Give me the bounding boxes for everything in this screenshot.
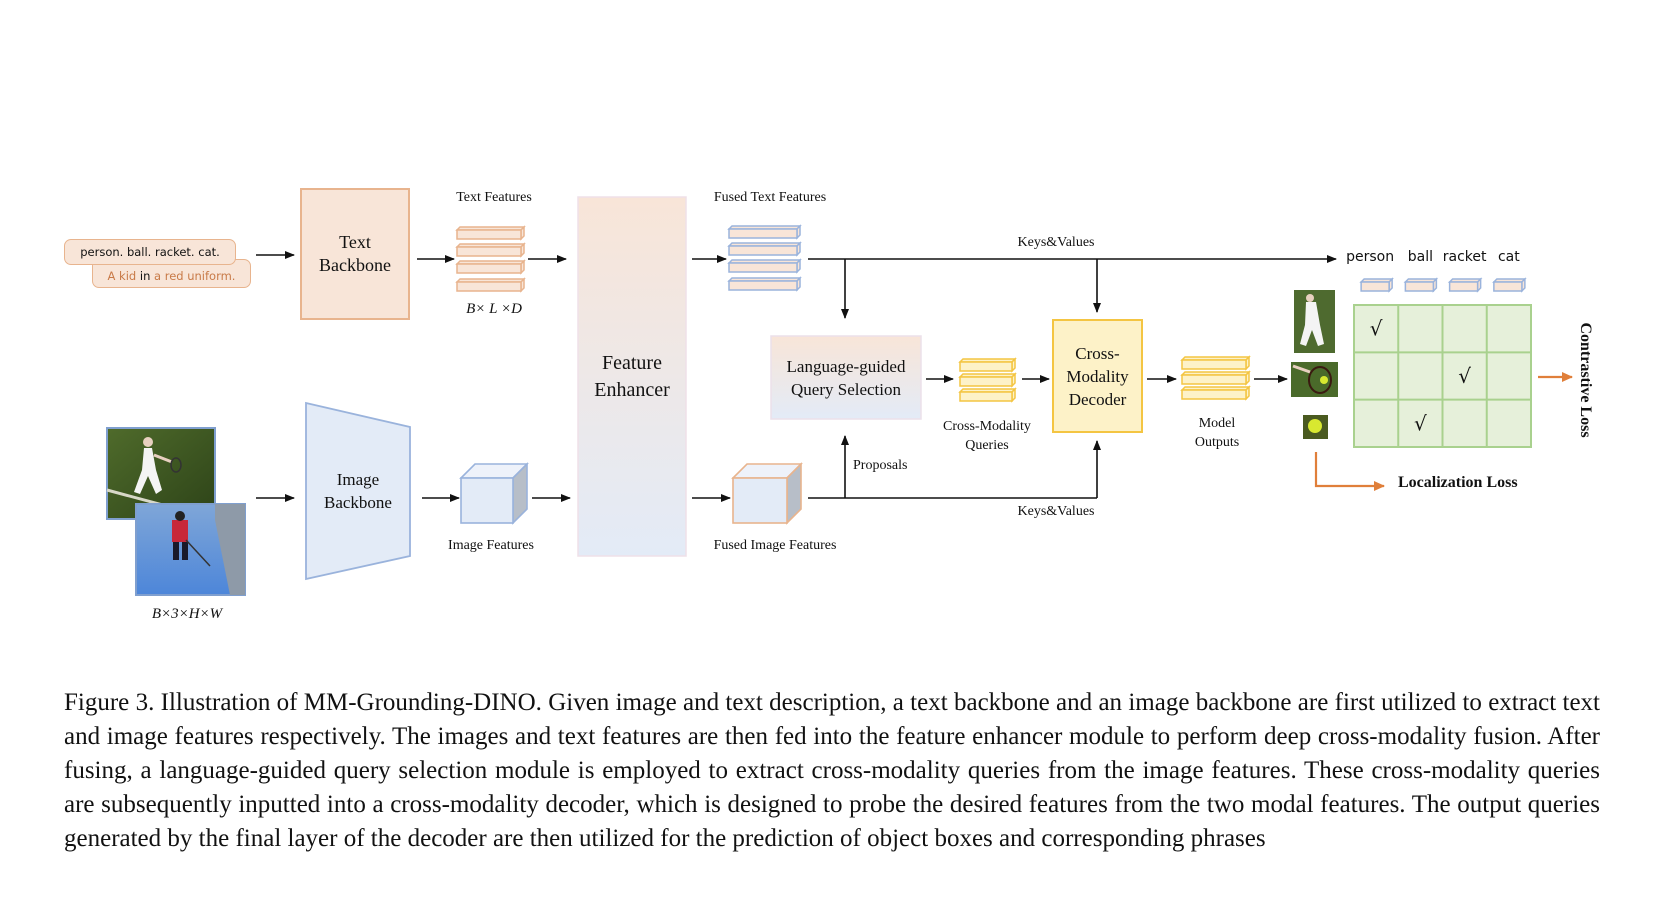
- matching-word-cat: cat: [1497, 249, 1520, 265]
- text-backbone-block: [300, 188, 410, 320]
- image-features-cube: [459, 462, 529, 525]
- query-bar: [958, 372, 1017, 388]
- prompt-connector: in: [136, 268, 155, 283]
- feature-bar: [727, 276, 802, 292]
- decoder-label: Cross- Modality Decoder: [1066, 343, 1129, 409]
- fused-text-features-label: Fused Text Features: [713, 190, 827, 205]
- fused-text-features-stack: [727, 224, 802, 292]
- word-embedding-bar: [1447, 277, 1483, 293]
- query-bar: [958, 357, 1017, 373]
- image-features-label: Image Features: [448, 538, 534, 553]
- output-bar: [1180, 385, 1251, 401]
- fused-image-features-cube: [731, 462, 803, 525]
- query-bar: [958, 387, 1017, 403]
- localization-loss-label: Localization Loss: [1398, 474, 1518, 491]
- model-outputs-label: Model Outputs: [1194, 416, 1240, 450]
- keys-values-bottom-label: Keys&Values: [1017, 504, 1095, 519]
- feature-bar: [455, 259, 526, 275]
- match-check-mark: √: [1414, 411, 1427, 435]
- word-embedding-bar: [1403, 277, 1439, 293]
- matching-word-ball: ball: [1407, 249, 1433, 265]
- text-features-stack: [455, 225, 526, 293]
- feature-bar: [455, 242, 526, 258]
- fused-image-features-label: Fused Image Features: [713, 538, 837, 553]
- prompt-phrase-kid: A kid: [107, 268, 137, 283]
- word-embedding-bars: [1359, 277, 1527, 293]
- text-features-label: Text Features: [456, 190, 532, 205]
- word-embedding-bar: [1359, 277, 1394, 293]
- text-features-shape: B× L ×D: [466, 301, 522, 317]
- image-input-shape: B×3×H×W: [151, 606, 223, 622]
- prediction-crop-person: [1294, 290, 1335, 353]
- text-prompt-categories[interactable]: person. ball. racket. cat.: [64, 239, 236, 265]
- feature-bar: [455, 277, 526, 293]
- contrastive-loss-label: Contrastive Loss: [1577, 322, 1594, 438]
- arrow-localization-loss: [1314, 452, 1385, 491]
- figure-caption: Figure 3. Illustration of MM-Grounding-D…: [64, 689, 1600, 852]
- feature-enhancer-label: Feature Enhancer: [594, 351, 670, 401]
- feature-bar: [727, 224, 802, 240]
- matching-word-person: person: [1346, 249, 1395, 265]
- matching-word-racket: racket: [1442, 249, 1487, 265]
- decoder-block: [1052, 319, 1143, 433]
- keys-values-top-label: Keys&Values: [1017, 235, 1095, 250]
- feature-bar: [455, 225, 526, 241]
- output-bar: [1180, 355, 1251, 371]
- output-bar: [1180, 370, 1251, 386]
- query-selection-block: [770, 335, 922, 420]
- match-check-mark: √: [1458, 364, 1471, 388]
- matching-grid: √ √ √: [1353, 304, 1532, 448]
- cross-modality-queries-stack: [958, 357, 1017, 403]
- proposals-label: Proposals: [853, 458, 908, 473]
- cross-modality-queries-label: Cross-Modality Queries: [943, 419, 1031, 453]
- prediction-crop-ball: [1303, 415, 1328, 439]
- prompt-phrase-uniform: a red uniform.: [154, 268, 236, 283]
- feature-bar: [727, 258, 802, 274]
- text-backbone-label: Text Backbone: [319, 232, 391, 275]
- prediction-crop-racket: [1291, 362, 1338, 397]
- model-outputs-stack: [1180, 355, 1251, 401]
- input-image-hockey: [135, 503, 246, 596]
- image-backbone-label: Image Backbone: [324, 470, 392, 512]
- match-check-mark: √: [1370, 317, 1383, 341]
- image-backbone-block: [305, 401, 411, 581]
- query-selection-label: Language-guided Query Selection: [786, 356, 906, 399]
- feature-bar: [727, 241, 802, 257]
- word-embedding-bar: [1492, 277, 1527, 293]
- feature-enhancer-block: [577, 196, 687, 557]
